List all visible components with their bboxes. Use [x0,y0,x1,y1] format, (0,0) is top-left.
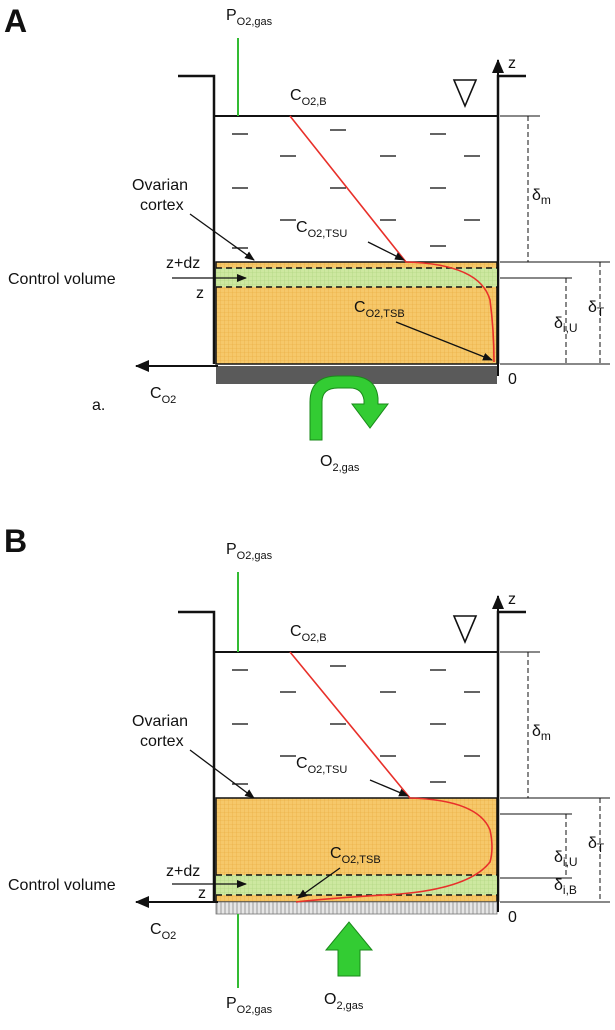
delta-t-label: δT [588,835,605,855]
ovarian-cortex-label-2: cortex [140,197,184,214]
delta-m-label: δm [532,723,551,743]
ovarian-cortex-arrow [189,749,255,799]
delta-iu-label: δi,U [554,315,578,335]
z-axis-label: z [508,55,516,72]
z-dz-label: z+dz [166,863,200,880]
impermeable-plate [216,366,497,384]
surface-marker-icon [452,615,478,645]
ovarian-cortex-label-2: cortex [140,733,184,750]
well-right-wall [496,74,526,364]
medium-dashes [232,665,480,785]
o2-gas-label: O2,gas [324,991,364,1012]
c-o2-b-label: CO2,B [290,623,327,644]
c-o2-label: CO2 [150,385,176,406]
z-lower-label: z [198,885,206,902]
oxygen-profile [289,651,493,903]
surface-marker-icon [452,79,478,109]
c-o2-tsu-label: CO2,TSU [296,219,347,240]
panel-a: A z 0 [4,3,610,474]
delta-iu-label: δi,U [554,849,578,869]
p-o2-gas-label: PO2,gas [226,7,273,28]
gas-permeable-membrane [215,901,498,915]
delta-ib-label: δi,B [554,877,577,897]
c-o2-tsu-arrow [369,779,409,797]
control-volume-label: Control volume [8,271,116,288]
c-o2-tsu-label: CO2,TSU [296,755,347,776]
ovarian-cortex-label-1: Ovarian [132,177,188,194]
well-right-wall [496,610,526,902]
delta-m-label: δm [532,187,551,207]
panel-b-letter: B [4,523,27,559]
c-o2-b-label: CO2,B [290,87,327,108]
z-dz-label: z+dz [166,255,200,272]
c-o2-tsb-label: CO2,TSB [330,845,381,866]
well-left-wall [178,74,216,364]
o2-gas-curved-arrow-icon [309,375,389,441]
panel-a-letter: A [4,3,27,39]
sub-panel-label: a. [92,397,105,414]
control-volume [216,875,497,895]
zero-label: 0 [508,371,517,388]
zero-label: 0 [508,909,517,926]
p-o2-gas-top-label: PO2,gas [226,541,273,562]
p-o2-gas-bottom-label: PO2,gas [226,995,273,1016]
c-o2-tsb-label: CO2,TSB [354,299,405,320]
z-lower-label: z [196,285,204,302]
medium-dashes [232,129,480,249]
panel-b: B z 0 [4,523,610,1016]
o2-gas-label: O2,gas [320,453,360,474]
ovarian-cortex-arrow [189,213,255,261]
control-volume-label: Control volume [8,877,116,894]
c-o2-label: CO2 [150,921,176,942]
control-volume [216,268,497,287]
o2-gas-up-arrow-icon [324,921,374,977]
dimension-lines [500,115,610,365]
dimension-lines [500,651,610,903]
delta-t-label: δT [588,299,605,319]
well-left-wall [178,610,216,902]
z-axis-label: z [508,591,516,608]
oxygen-profile [289,115,495,363]
c-o2-tsu-arrow [367,241,405,261]
ovarian-cortex-label-1: Ovarian [132,713,188,730]
c-o2-tsb-arrow [297,867,341,899]
c-o2-tsb-arrow [395,321,493,361]
